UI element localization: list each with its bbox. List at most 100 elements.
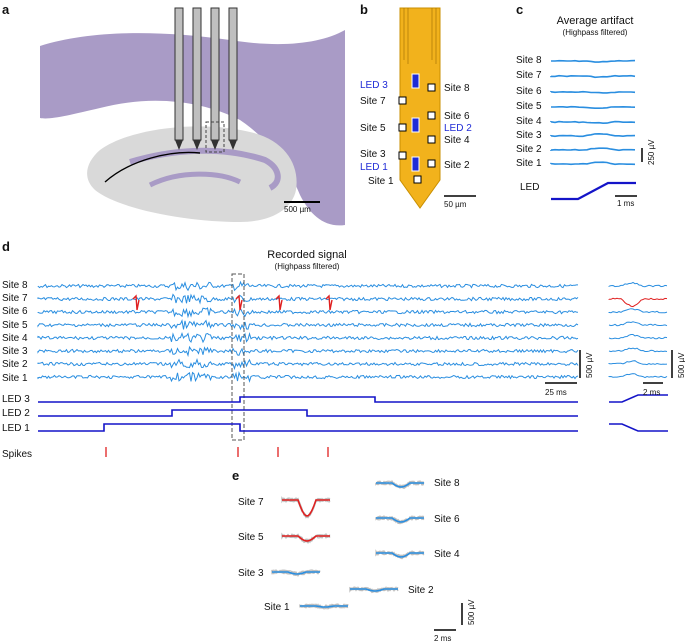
d-site-4: Site 4 — [2, 333, 28, 344]
c-site-8: Site 8 — [516, 55, 542, 66]
d-site-7: Site 7 — [2, 293, 28, 304]
panel-e-label: e — [232, 468, 239, 483]
d-spike-1 — [132, 294, 140, 311]
d-site-5: Site 5 — [2, 320, 28, 331]
b-site-3: Site 3 — [360, 149, 386, 160]
d-site-6: Site 6 — [2, 306, 28, 317]
b-site-1: Site 1 — [368, 176, 394, 187]
e-waveform-1 — [282, 499, 330, 517]
c-site-2: Site 2 — [516, 144, 542, 155]
svg-text:2 ms: 2 ms — [643, 388, 660, 397]
svg-text:500 µV: 500 µV — [467, 599, 476, 625]
e-waveform-8 — [350, 588, 398, 592]
c-led-label: LED — [520, 182, 539, 193]
d-led-3: LED 3 — [2, 394, 30, 405]
e-scale-v: 500 µV — [461, 599, 476, 625]
b-led-1: LED 1 — [360, 162, 388, 173]
svg-text:1 ms: 1 ms — [617, 199, 634, 208]
d-trace-site-1 — [37, 370, 579, 383]
d-title: Recorded signal — [267, 249, 347, 261]
svg-text:25 ms: 25 ms — [545, 388, 567, 397]
d-trace-site-3 — [37, 345, 579, 358]
b-site-8: Site 8 — [444, 83, 470, 94]
d-spike-raster — [105, 447, 329, 457]
c-average-traces — [550, 59, 636, 166]
cortex-shape — [40, 30, 345, 226]
e-spike-waveforms — [271, 479, 425, 611]
b-site-6: Site 6 — [444, 111, 470, 122]
d-scale-v: 500 µV — [579, 350, 594, 378]
d-inset-trace-1 — [608, 373, 668, 379]
e-waveform-2 — [282, 535, 330, 542]
led-1-marker — [411, 156, 420, 172]
c-trace-2 — [550, 147, 636, 152]
d-inset-trace-4 — [608, 334, 668, 340]
b-site-7: Site 7 — [360, 96, 386, 107]
e-site-3: Site 3 — [238, 568, 264, 579]
panel-b-label: b — [360, 2, 368, 17]
d-inset-traces — [608, 281, 668, 379]
d-recorded-traces — [37, 280, 579, 383]
d-inset-trace-7 — [608, 297, 668, 308]
svg-text:500 µV: 500 µV — [585, 352, 594, 378]
c-trace-6 — [550, 90, 636, 94]
e-waveform-3 — [272, 571, 320, 575]
e-waveform-4 — [300, 605, 348, 608]
d-inset-scale-v: 500 µV — [671, 350, 685, 378]
zoom-box — [205, 121, 225, 153]
b-led-3: LED 3 — [360, 80, 388, 91]
d-scale-t: 25 ms — [545, 382, 577, 397]
d-site-8: Site 8 — [2, 280, 28, 291]
svg-text:50 µm: 50 µm — [444, 200, 467, 209]
d-inset-scale-t: 2 ms — [643, 382, 663, 397]
d-inset-trace-6 — [608, 308, 668, 314]
d-site-2: Site 2 — [2, 359, 28, 370]
b-site-4: Site 4 — [444, 135, 470, 146]
d-led-1: LED 1 — [2, 423, 30, 434]
d-inset-led-fall — [609, 423, 668, 432]
d-inset-trace-8 — [608, 281, 668, 288]
panel-a-brain-section — [40, 30, 345, 226]
c-scale-v: 250 µV — [641, 139, 656, 165]
d-inset-trace-3 — [608, 347, 668, 353]
b-site-5: Site 5 — [360, 123, 386, 134]
c-trace-8 — [551, 59, 636, 63]
panel-b-scalebar: 50 µm — [444, 195, 476, 209]
c-scale-t: 1 ms — [615, 195, 637, 208]
d-led-2: LED 2 — [2, 408, 30, 419]
panel-c-label: c — [516, 2, 523, 17]
led-2-marker — [411, 117, 420, 133]
d-trace-site-4 — [37, 331, 579, 344]
d-spike-3 — [275, 294, 283, 311]
c-trace-1 — [550, 161, 636, 166]
d-inset-trace-5 — [608, 321, 668, 327]
d-trace-site-7 — [37, 293, 579, 305]
d-led-3-trace — [38, 396, 578, 403]
d-led-2-trace — [38, 409, 578, 417]
d-inset-trace-2 — [608, 360, 668, 366]
d-inset-led-rise — [609, 394, 668, 403]
e-site-1: Site 1 — [264, 602, 290, 613]
d-spike-4 — [325, 294, 333, 311]
e-site-5: Site 5 — [238, 532, 264, 543]
e-site-2: Site 2 — [408, 585, 434, 596]
panel-a-label: a — [2, 2, 10, 17]
c-subtitle: (Highpass filtered) — [563, 28, 628, 37]
e-waveform-6 — [376, 517, 424, 523]
probe-shanks — [174, 7, 238, 150]
c-site-1: Site 1 — [516, 158, 542, 169]
fissure-line — [104, 151, 201, 183]
e-waveform-7 — [376, 552, 424, 558]
d-led-1-trace — [38, 423, 578, 432]
c-site-7: Site 7 — [516, 70, 542, 81]
svg-text:500 µV: 500 µV — [677, 352, 685, 378]
b-led-2: LED 2 — [444, 123, 472, 134]
d-trace-site-8 — [37, 280, 578, 292]
svg-text:500 µm: 500 µm — [284, 205, 311, 214]
d-spikes-label: Spikes — [2, 449, 32, 460]
e-waveform-5 — [376, 482, 424, 488]
probe-tip — [398, 7, 441, 209]
b-site-2: Site 2 — [444, 160, 470, 171]
e-site-6: Site 6 — [434, 514, 460, 525]
